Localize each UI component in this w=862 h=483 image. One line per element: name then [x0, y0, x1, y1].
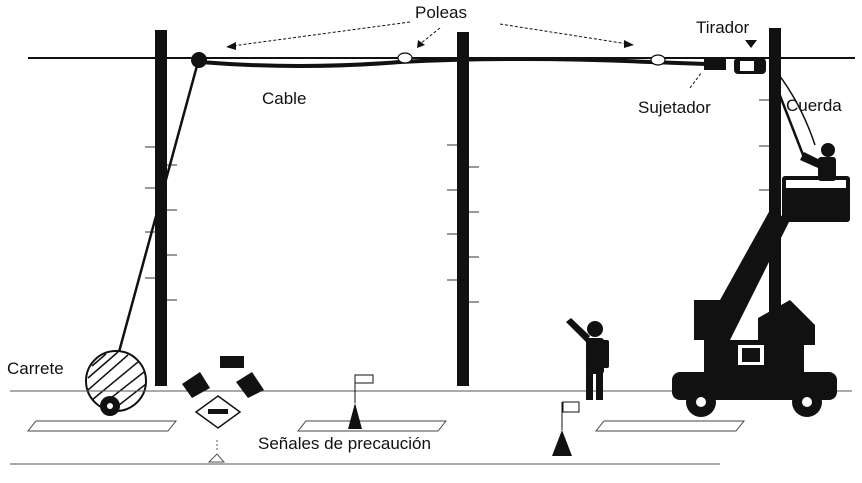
utility-pole-middle: [457, 32, 469, 386]
label-cuerda: Cuerda: [786, 96, 842, 115]
tirador-swivel-center: [740, 61, 754, 71]
sujetador-grip: [704, 58, 726, 70]
label-cable: Cable: [262, 89, 307, 108]
caution-cone-flag-1: [348, 374, 374, 429]
pulley-left: [191, 52, 207, 68]
label-tirador: Tirador: [696, 18, 750, 37]
pulley-right: [650, 54, 666, 66]
utility-pole-left: [155, 30, 167, 386]
pulley-middle: [397, 52, 413, 64]
sujetador-arrow: [689, 71, 703, 89]
bucket-truck: [672, 143, 850, 417]
label-poleas: Poleas: [415, 3, 467, 22]
cable-to-reel: [108, 61, 200, 386]
cable-reel: [85, 350, 147, 416]
flagger-person: [566, 318, 609, 400]
caution-cone-flag-2: [552, 401, 580, 456]
lane-markings: [26, 420, 746, 432]
cable: [199, 57, 707, 68]
label-senales: Señales de precaución: [258, 434, 431, 453]
label-carrete: Carrete: [7, 359, 64, 378]
poleas-arrows: [231, 21, 629, 47]
rope: [768, 69, 807, 161]
tirador-arrow: [745, 40, 757, 48]
label-sujetador: Sujetador: [638, 98, 711, 117]
rope-curve: [771, 65, 816, 146]
poleas-arrowheads: [226, 40, 634, 50]
caution-sign-diamond: [182, 356, 264, 463]
